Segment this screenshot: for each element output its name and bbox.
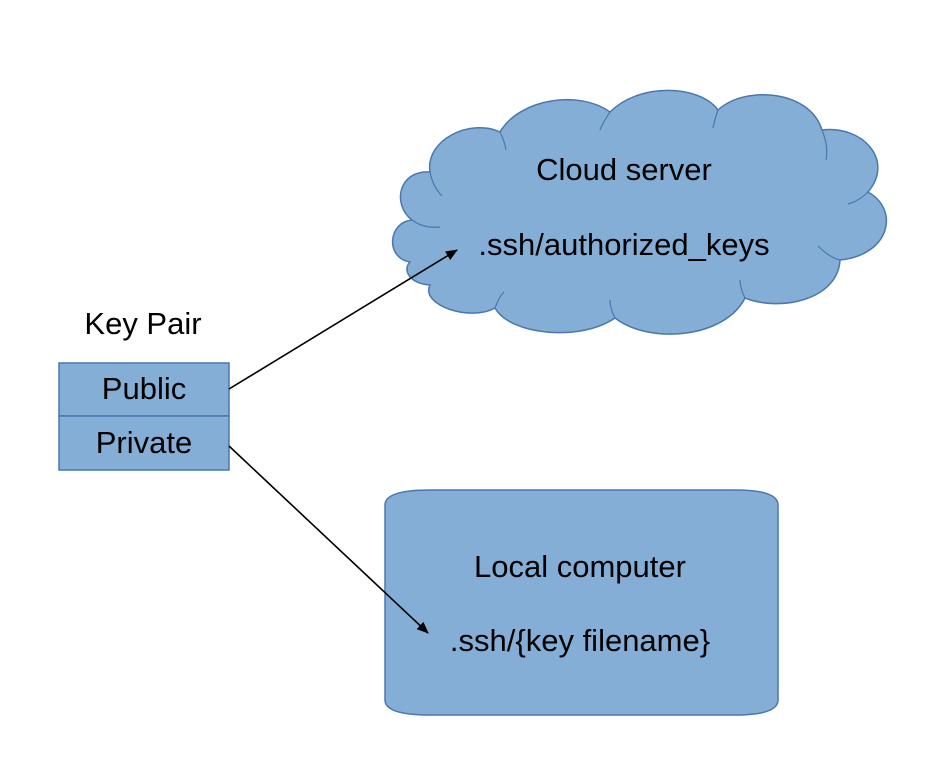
cloud-inner-curve-8 — [817, 245, 841, 261]
cloud-server-shape — [391, 89, 888, 335]
private-to-local-arrow — [228, 445, 429, 634]
cloud-inner-curve-11 — [494, 291, 505, 309]
local-computer-shape — [384, 489, 779, 716]
public-to-cloud-arrow — [228, 249, 458, 390]
cloud-server-title: Cloud server — [536, 152, 712, 187]
cloud-inner-curve-6 — [821, 129, 828, 161]
local-computer-path: .ssh/{key filename} — [450, 623, 710, 658]
public-key-cell — [58, 362, 230, 417]
cloud-inner-curve-9 — [739, 279, 746, 299]
cloud-server-path: .ssh/authorized_keys — [478, 227, 769, 262]
private-key-label: Private — [96, 425, 192, 460]
cloud-inner-curve-2 — [429, 171, 443, 197]
private-key-cell — [58, 415, 230, 471]
cloud-inner-curve-4 — [599, 111, 611, 131]
key-pair-box — [58, 362, 230, 471]
cloud-inner-curve-3 — [499, 131, 507, 151]
cloud-inner-curve-5 — [712, 109, 719, 129]
public-key-label: Public — [102, 371, 186, 406]
cloud-inner-curve-10 — [609, 299, 616, 319]
cloud-outline — [391, 89, 888, 335]
local-computer-title: Local computer — [474, 549, 686, 584]
key-pair-title: Key Pair — [84, 306, 201, 341]
cloud-inner-curve-1 — [411, 219, 441, 228]
cloud-inner-curve-7 — [847, 191, 869, 205]
